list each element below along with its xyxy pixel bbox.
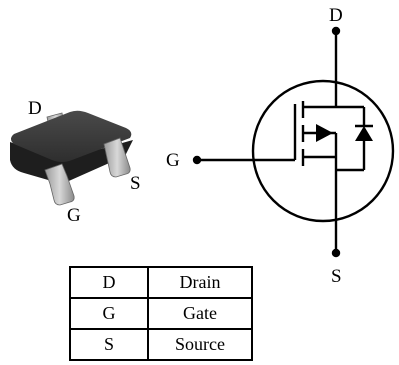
symbol-source-label: S	[331, 266, 342, 287]
symbol-gate-label: G	[166, 150, 180, 171]
pin-cell: G	[69, 297, 149, 330]
symbol-envelope	[251, 79, 395, 223]
mosfet-symbol	[197, 31, 395, 253]
channel-arrow-icon	[316, 124, 333, 142]
symbol-drain-label: D	[329, 5, 343, 26]
table-row: G Gate	[69, 297, 253, 330]
pin-name-cell: Gate	[147, 297, 253, 330]
pin-cell: S	[69, 328, 149, 361]
package-body-top	[11, 110, 132, 162]
pin-name-cell: Drain	[147, 266, 253, 299]
drain-terminal-dot	[331, 26, 341, 36]
pin-cell: D	[69, 266, 149, 299]
mosfet-symbol-fills	[192, 26, 373, 258]
source-terminal-dot	[331, 248, 341, 258]
sot23-package: D G S	[10, 98, 141, 226]
table-row: S Source	[69, 328, 253, 361]
gate-terminal-dot	[192, 155, 202, 165]
pin-name-cell: Source	[147, 328, 253, 361]
package-source-label: S	[130, 173, 141, 194]
table-row: D Drain	[69, 266, 253, 299]
gate-lead	[44, 163, 75, 206]
package-body-side	[10, 140, 133, 184]
source-lead	[103, 137, 131, 178]
package-drain-label: D	[28, 98, 42, 119]
body-diode-icon	[355, 126, 373, 141]
package-gate-label: G	[67, 205, 81, 226]
pin-table: D Drain G Gate S Source	[69, 266, 253, 361]
